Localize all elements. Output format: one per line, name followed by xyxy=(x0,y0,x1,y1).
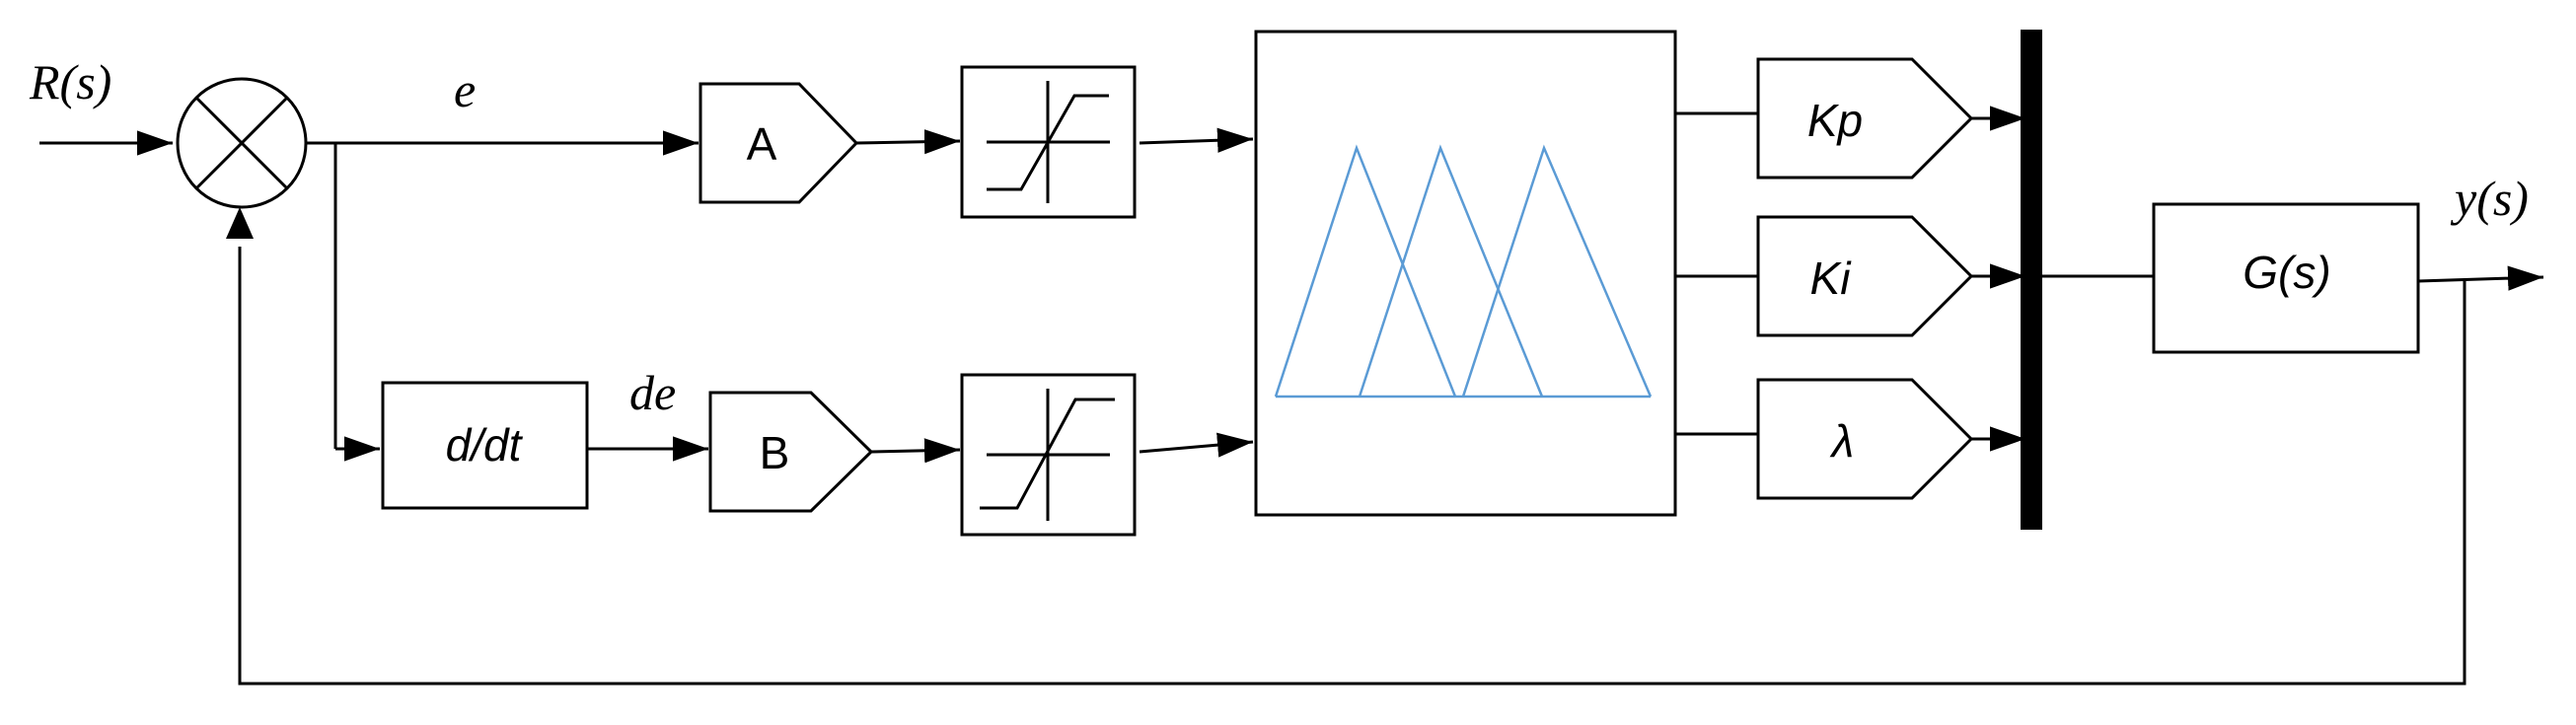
gain-a-block: A xyxy=(699,82,859,204)
plant-block: G(s) xyxy=(2152,202,2420,354)
feedback-arrowhead xyxy=(226,207,254,239)
gain-b-block: B xyxy=(708,391,874,513)
gain-b-label: B xyxy=(760,427,790,478)
saturation-icon xyxy=(960,65,1137,219)
saturation-1-output-arrow xyxy=(1139,127,1254,153)
saturation-2-output-arrow xyxy=(1139,432,1254,458)
plant-label: G(s) xyxy=(2243,247,2330,298)
mux-bar-icon xyxy=(2021,30,2042,530)
ki-gain-block: Ki xyxy=(1756,215,1974,337)
fuzzy-controller-block xyxy=(1254,30,1677,517)
derivative-block: d/dt xyxy=(381,381,589,510)
input-label: R(s) xyxy=(29,54,111,109)
kp-label: Kp xyxy=(1807,95,1863,146)
gain-b-output-arrow xyxy=(870,438,961,464)
feedback-path xyxy=(238,247,2466,686)
error-label: e xyxy=(454,62,476,117)
lambda-label: λ xyxy=(1829,415,1855,467)
error-derivative-label: de xyxy=(629,365,676,420)
gain-a-output-arrow xyxy=(855,129,961,155)
output-label: y(s) xyxy=(2450,171,2529,226)
lambda-gain-block: λ xyxy=(1756,378,1974,500)
derivative-label: d/dt xyxy=(446,419,524,471)
output-arrow xyxy=(2417,265,2544,291)
kp-gain-block: Kp xyxy=(1756,57,1974,180)
ki-label: Ki xyxy=(1810,253,1853,304)
sum-junction-icon xyxy=(176,77,308,209)
saturation-icon xyxy=(960,373,1137,537)
gain-a-label: A xyxy=(747,118,777,170)
triangular-membership-functions-icon xyxy=(1274,144,1653,399)
